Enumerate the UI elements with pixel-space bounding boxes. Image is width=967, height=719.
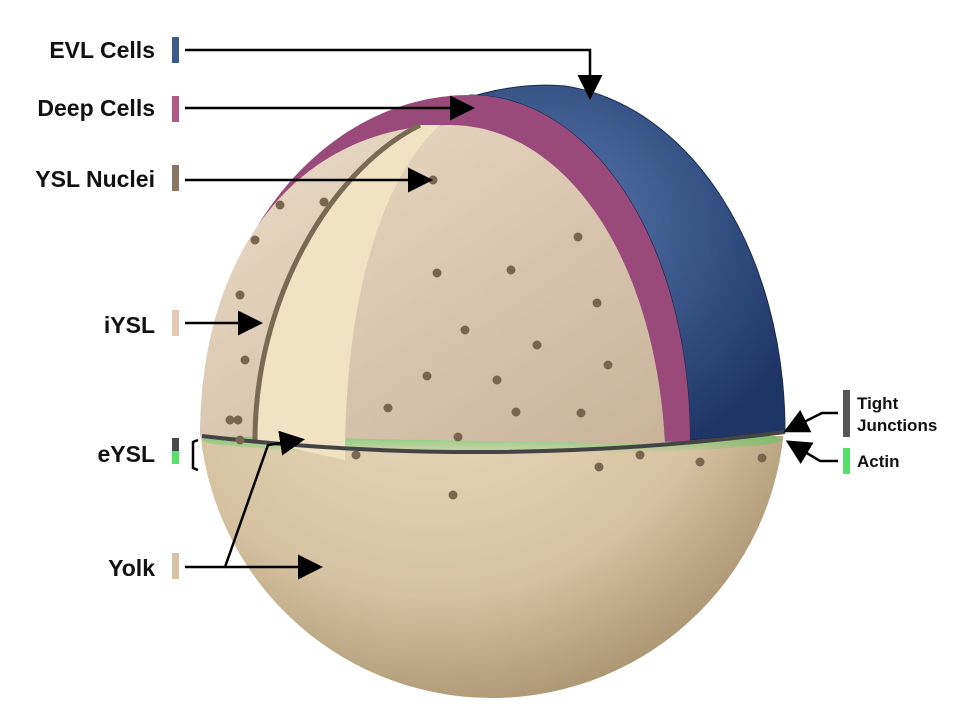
label-actin: Actin [857, 452, 900, 471]
evl-color-swatch [172, 37, 179, 63]
ysl-nucleus [506, 265, 516, 275]
ysl-nuclei-color-swatch [172, 165, 179, 191]
label-iysl: iYSL [103, 312, 155, 338]
deep-color-swatch [172, 96, 179, 122]
ysl-nucleus [695, 457, 705, 467]
ysl-nucleus [635, 450, 645, 460]
ysl-nucleus [225, 415, 235, 425]
ysl-nucleus [250, 235, 260, 245]
ysl-nucleus [460, 325, 470, 335]
tight-junctions-swatch [843, 390, 850, 437]
tight-junctions-pointer [783, 409, 838, 433]
ysl-nuclei-dots [225, 175, 767, 500]
actin-pointer [785, 440, 838, 465]
ysl-nucleus [240, 355, 250, 365]
actin-swatch [843, 448, 850, 474]
ysl-nucleus [757, 453, 767, 463]
ysl-nucleus [235, 290, 245, 300]
ysl-nucleus [422, 371, 432, 381]
ysl-nucleus [319, 197, 329, 207]
ysl-nucleus [448, 490, 458, 500]
ysl-nucleus [573, 232, 583, 242]
ysl-nucleus [594, 462, 604, 472]
ysl-nucleus [383, 403, 393, 413]
yolk-pointer-1 [185, 430, 305, 569]
ysl-nucleus [275, 200, 285, 210]
iysl-color-swatch [172, 310, 179, 336]
label-deep-cells: Deep Cells [37, 95, 155, 121]
ysl-nucleus [351, 450, 361, 460]
label-junctions: Junctions [857, 416, 938, 435]
label-ysl-nuclei: YSL Nuclei [35, 166, 155, 192]
ysl-nucleus [428, 175, 438, 185]
eysl-green-swatch [172, 451, 179, 464]
ysl-nucleus [235, 435, 245, 445]
evl-pointer [185, 48, 603, 100]
label-yolk: Yolk [108, 555, 155, 581]
label-eysl: eYSL [97, 441, 155, 467]
ysl-nucleus [233, 415, 243, 425]
ysl-nucleus [492, 375, 502, 385]
ysl-nucleus [511, 407, 521, 417]
ysl-nucleus [603, 360, 613, 370]
label-tight: Tight [857, 394, 899, 413]
ysl-nucleus [453, 432, 463, 442]
ysl-nucleus [592, 298, 602, 308]
ysl-nucleus [576, 408, 586, 418]
label-evl-cells: EVL Cells [49, 37, 155, 63]
ysl-nucleus [432, 268, 442, 278]
eysl-dark-swatch [172, 438, 179, 451]
yolk-cut [255, 125, 440, 460]
yolk-hemisphere [200, 436, 784, 698]
yolk-color-swatch [172, 553, 179, 579]
ysl-nucleus [532, 340, 542, 350]
eysl-bracket [191, 438, 199, 472]
